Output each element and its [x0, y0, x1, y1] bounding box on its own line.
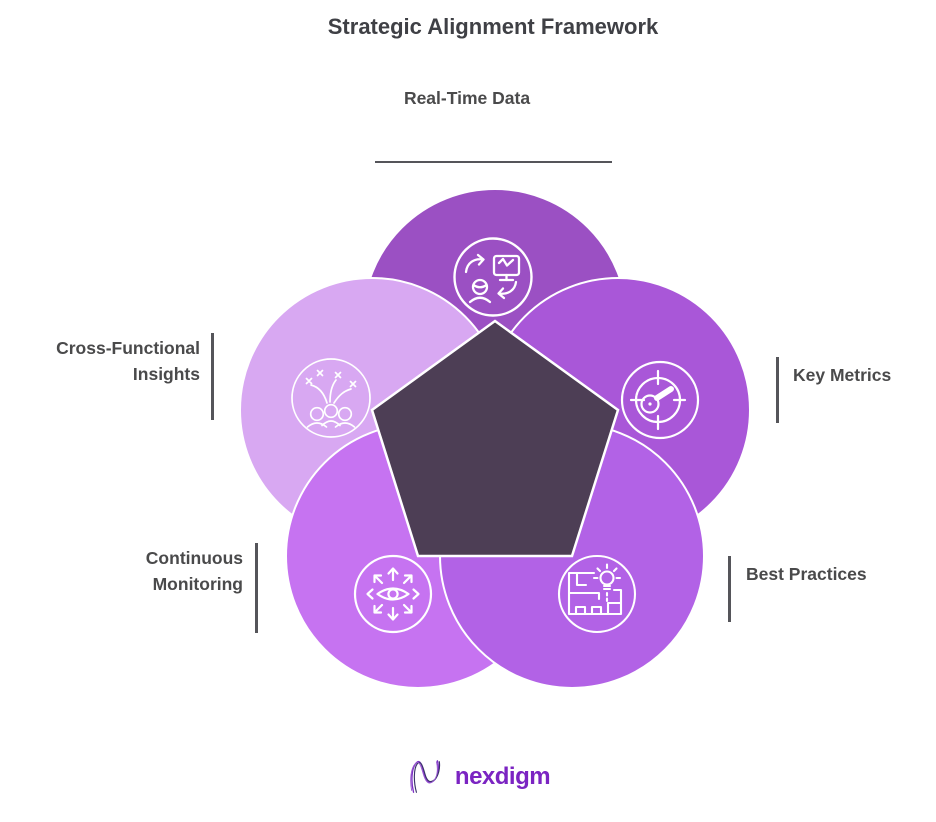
- center-pentagon: [370, 319, 620, 558]
- eye-expand-arrows-icon: [353, 554, 433, 634]
- continuous-monitoring-connector-line: [255, 543, 258, 633]
- label-cross-functional-insights: Cross-Functional Insights: [56, 338, 200, 385]
- page-title: Strategic Alignment Framework: [327, 14, 659, 39]
- label-best-practices: Best Practices: [746, 564, 867, 584]
- team-sparks-icon: [291, 358, 371, 438]
- best-practices-connector-line: [728, 556, 731, 622]
- data-sync-presentation-icon: [453, 237, 533, 317]
- cross-functional-insights-connector-line: [211, 333, 214, 420]
- real-time-data-connector-line: [375, 161, 612, 163]
- nexdigm-logo-icon: [410, 760, 441, 793]
- label-continuous-monitoring: Continuous Monitoring: [145, 548, 243, 595]
- label-key-metrics: Key Metrics: [793, 365, 892, 385]
- key-metrics-connector-line: [776, 357, 779, 423]
- gauge-target-icon: [620, 360, 700, 440]
- brand-logo: nexdigm: [406, 756, 551, 798]
- brand-name: nexdigm: [454, 763, 551, 790]
- maze-lightbulb-icon: [557, 554, 637, 634]
- label-real-time-data: Real-Time Data: [403, 88, 531, 108]
